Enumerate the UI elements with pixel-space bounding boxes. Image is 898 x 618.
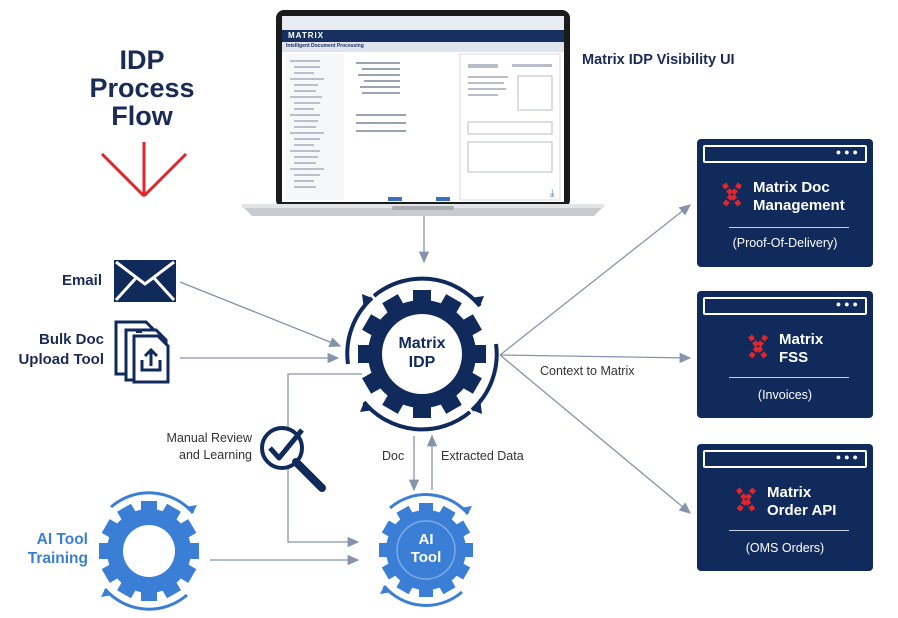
ai-tool-label: AI Tool [386, 531, 466, 567]
laptop-label: Matrix IDP Visibility UI [582, 52, 735, 68]
card-titlebar [703, 145, 867, 163]
card-name-line: Order API [767, 502, 837, 519]
page-heading: Intelligent Document Processing [286, 43, 364, 49]
page-title: IDP Process Flow [78, 46, 206, 130]
app-brand: MATRIX [288, 31, 325, 40]
review-line: and Learning [179, 448, 252, 462]
email-arrow [179, 281, 342, 347]
card-name-line: Matrix Doc [753, 179, 830, 196]
window-dots-icon: ●●● [835, 299, 861, 309]
card-name-line: Matrix [767, 484, 812, 501]
ai-tool-line: Tool [410, 549, 442, 566]
email-label: Email [61, 272, 102, 289]
window-dots-icon: ●●● [835, 452, 861, 462]
title-line: Flow [111, 101, 173, 131]
app-subheader: Intelligent Document Processing [282, 42, 564, 52]
to-docmgmt-arrow [499, 204, 692, 356]
app-header: MATRIX [282, 30, 564, 42]
svg-text:⤓: ⤓ [550, 188, 555, 199]
extracted-data-label: Extracted Data [441, 449, 524, 463]
card-name: Matrix Order API [767, 484, 836, 520]
review-label: Manual Review and Learning [140, 430, 252, 464]
magnifier-check-icon [260, 426, 326, 492]
card-titlebar [703, 450, 867, 468]
matrix-idp-line: IDP [408, 354, 436, 371]
ai-training-line: AI Tool [36, 531, 88, 548]
matrix-idp-line: Matrix [398, 335, 446, 352]
card-divider [729, 377, 849, 378]
card-name: Matrix FSS [779, 331, 823, 367]
ai-training-label: AI Tool Training [10, 530, 88, 568]
title-line: IDP [119, 45, 165, 75]
ai-tool-gear [379, 493, 473, 607]
matrix-idp-label: Matrix IDP [382, 334, 462, 372]
card-subtitle: (Proof-Of-Delivery) [732, 236, 838, 250]
doc-label: Doc [382, 449, 405, 463]
upload-document-icon [114, 320, 170, 384]
to-orderapi-arrow [499, 354, 691, 514]
laptop-illustration: MATRIX Intelligent Document Processing [242, 10, 604, 216]
browser-bar [282, 16, 564, 30]
ai-tool-line: AI [418, 531, 434, 548]
title-line: Process [89, 73, 195, 103]
matrix-x-logo-icon [735, 487, 757, 513]
screen: MATRIX Intelligent Document Processing [282, 16, 564, 202]
window-dots-icon: ●●● [835, 147, 861, 157]
card-titlebar [703, 297, 867, 315]
down-arrow-icon [100, 142, 188, 198]
bulk-upload-line: Bulk Doc [38, 331, 104, 348]
card-name-line: Matrix [779, 331, 824, 348]
context-label: Context to Matrix [540, 364, 635, 378]
bulk-upload-line: Upload Tool [18, 351, 104, 368]
card-divider [729, 530, 849, 531]
review-line: Manual Review [166, 431, 252, 445]
card-subtitle: (OMS Orders) [745, 541, 825, 555]
envelope-icon [114, 260, 176, 302]
matrix-x-logo-icon [721, 182, 743, 208]
destination-card: ●●● Matrix FSS (Invoices) [697, 291, 873, 418]
screen-content: ⤓ [286, 53, 561, 201]
destination-card: ●●● Matrix Doc Management (Proof-Of-Deli… [697, 139, 873, 267]
destination-card: ●●● Matrix Order API (OMS Orders) [697, 444, 873, 571]
ai-training-line: Training [27, 550, 88, 567]
card-name-line: FSS [779, 349, 809, 366]
ai-training-gear [99, 491, 199, 611]
card-divider [729, 227, 849, 228]
bulk-upload-label: Bulk Doc Upload Tool [0, 330, 104, 370]
to-fss-arrow [499, 352, 692, 364]
card-name-line: Management [753, 197, 845, 214]
card-name: Matrix Doc Management [753, 179, 845, 215]
matrix-idp-gear [345, 276, 499, 432]
matrix-x-logo-icon [747, 334, 769, 360]
card-subtitle: (Invoices) [757, 388, 813, 402]
